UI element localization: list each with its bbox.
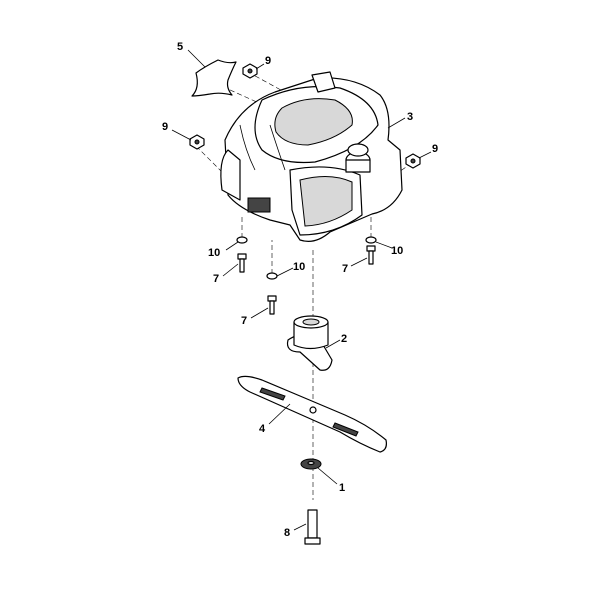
callout-label-9: 9 <box>265 55 271 67</box>
callout-label-10: 10 <box>391 245 403 257</box>
callout-label-9: 9 <box>432 143 438 155</box>
blade-part[interactable] <box>237 375 387 453</box>
blade-washer-part[interactable] <box>300 458 322 470</box>
bolt-part[interactable] <box>237 253 247 273</box>
washer-part[interactable] <box>266 272 278 280</box>
callout-label-3: 3 <box>407 111 413 123</box>
bolt-part[interactable] <box>366 245 376 265</box>
callout-label-7: 7 <box>342 263 348 275</box>
bolt-part[interactable] <box>267 295 277 315</box>
cover-plate-part[interactable] <box>191 59 237 97</box>
callout-label-2: 2 <box>341 333 347 345</box>
engine-part[interactable] <box>220 71 403 242</box>
callout-label-8: 8 <box>284 527 290 539</box>
washer-part[interactable] <box>365 236 377 244</box>
callout-label-10: 10 <box>293 261 305 273</box>
callout-label-7: 7 <box>241 315 247 327</box>
nut-part[interactable] <box>405 153 421 169</box>
nut-part[interactable] <box>189 134 205 150</box>
callout-label-4: 4 <box>259 423 266 435</box>
callout-label-10: 10 <box>208 247 220 259</box>
blade-bolt-part[interactable] <box>304 509 321 545</box>
nut-part[interactable] <box>242 63 258 79</box>
washer-part[interactable] <box>236 236 248 244</box>
callout-label-9: 9 <box>162 121 168 133</box>
callout-label-1: 1 <box>339 482 345 494</box>
callout-label-5: 5 <box>177 41 183 53</box>
callout-label-7: 7 <box>213 273 219 285</box>
leader-lines <box>171 49 432 531</box>
blade-adapter-part[interactable] <box>286 315 333 371</box>
